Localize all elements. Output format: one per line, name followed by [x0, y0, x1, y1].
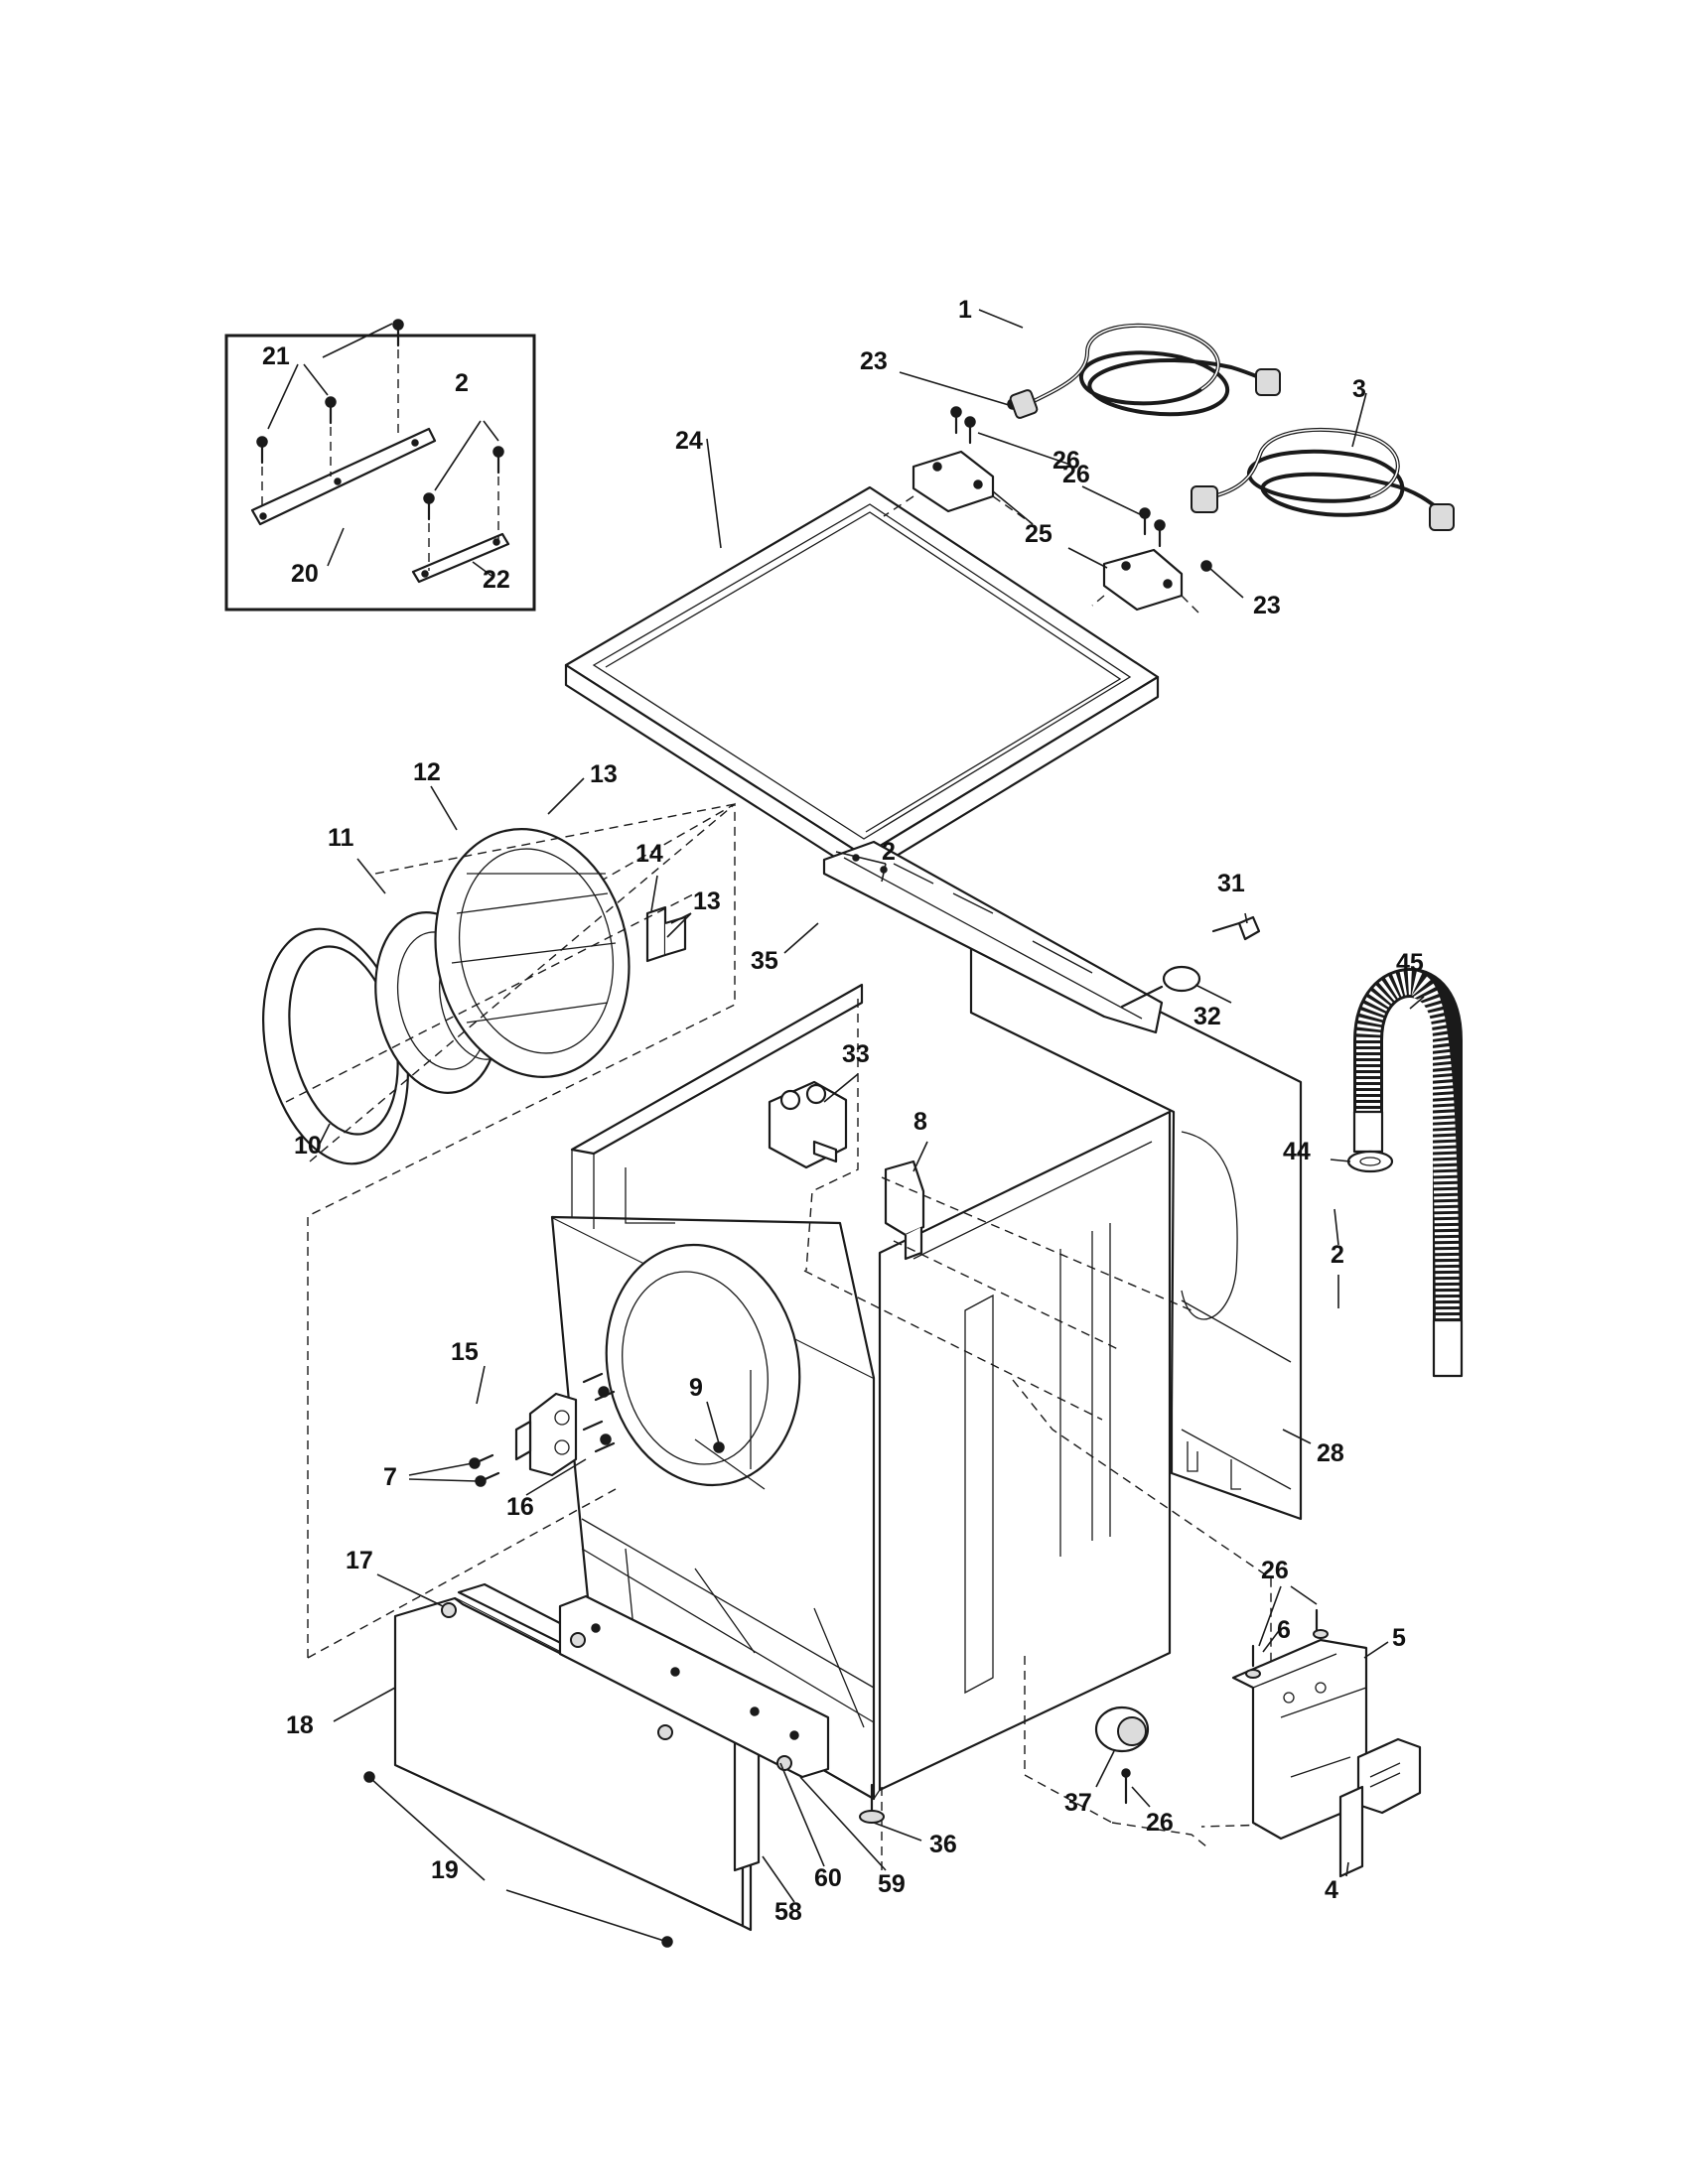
screws-17-19-36 [363, 1602, 885, 1948]
callout-19: 19 [431, 1856, 459, 1884]
callout-44: 44 [1283, 1138, 1311, 1165]
bracket-25-left [912, 450, 995, 513]
callout-16: 16 [506, 1493, 534, 1521]
leader-lines [319, 309, 1425, 1943]
module-4 [1338, 1737, 1422, 1878]
drain-hose-45 [1352, 967, 1464, 1378]
gasket-44 [1346, 1150, 1394, 1173]
rear-panel-28 [969, 915, 1303, 1521]
callout-33: 33 [842, 1040, 870, 1068]
bracket-25-right [1102, 548, 1184, 612]
callout-28: 28 [1317, 1439, 1344, 1467]
callout-17: 17 [346, 1547, 373, 1574]
screws-23-26 [950, 398, 1212, 572]
callout-11: 11 [328, 824, 354, 852]
callout-26-top: 26 [1052, 447, 1080, 475]
hinge-14 [645, 905, 687, 963]
callout-13-top: 13 [590, 760, 618, 788]
callout-22: 22 [483, 566, 510, 594]
callout-14: 14 [635, 840, 663, 868]
callout-59: 59 [878, 1870, 906, 1898]
water-valve-33 [768, 1080, 848, 1169]
panel-59-60 [558, 1594, 830, 1779]
callout-26-right: 26 [1261, 1557, 1289, 1584]
callout-60: 60 [814, 1864, 842, 1892]
callout-23-right: 23 [1253, 592, 1281, 619]
callout-13-side: 13 [693, 887, 721, 915]
hinge-15 [514, 1392, 578, 1477]
callout-23-top: 23 [860, 347, 888, 375]
callout-20: 20 [291, 560, 319, 588]
inset-screws [256, 319, 504, 521]
callout-25: 25 [1025, 520, 1052, 548]
callout-58: 58 [774, 1898, 802, 1926]
drain-pump-37 [1094, 1706, 1150, 1805]
inset-box [224, 319, 536, 612]
bracket-5 [1231, 1608, 1368, 1841]
callout-4: 4 [1325, 1876, 1338, 1904]
callout-18: 18 [286, 1711, 314, 1739]
callout-37: 37 [1064, 1789, 1092, 1817]
sensor-31-32 [1120, 915, 1261, 1009]
door-ring-10 [262, 927, 409, 1165]
callout-labels: 21 2 20 22 23 1 3 24 26 26 25 23 12 13 1… [262, 296, 1424, 1926]
callout-3: 3 [1352, 375, 1366, 403]
callout-15: 15 [451, 1338, 479, 1366]
tub-alignment-dashed [307, 802, 1272, 1880]
callout-26-bottom: 26 [1146, 1809, 1174, 1837]
screws-7-16 [469, 1372, 725, 1487]
callout-31: 31 [1217, 870, 1245, 897]
callout-9: 9 [689, 1374, 703, 1402]
callout-7: 7 [383, 1463, 397, 1491]
callout-8: 8 [913, 1108, 927, 1136]
callout-10: 10 [294, 1132, 322, 1160]
top-cover [564, 485, 1160, 878]
door-lock-8 [884, 1160, 925, 1261]
inlet-hose-3 [1191, 427, 1455, 531]
bracket-20 [250, 427, 437, 526]
callout-35: 35 [751, 947, 778, 975]
callout-21: 21 [262, 342, 290, 370]
callout-26-mid: 26 [1062, 461, 1090, 488]
inlet-hose-1 [1009, 323, 1281, 419]
callout-2-inset: 2 [455, 369, 469, 397]
callout-24: 24 [675, 427, 703, 455]
callout-6: 6 [1277, 1616, 1291, 1644]
callout-1: 1 [958, 296, 972, 324]
callout-36: 36 [929, 1831, 957, 1858]
callout-32: 32 [1193, 1003, 1221, 1030]
callout-12: 12 [413, 758, 441, 786]
callout-2-top: 2 [882, 838, 896, 866]
callout-45: 45 [1396, 949, 1424, 977]
callout-2-side: 2 [1331, 1241, 1344, 1269]
callout-5: 5 [1392, 1624, 1406, 1652]
